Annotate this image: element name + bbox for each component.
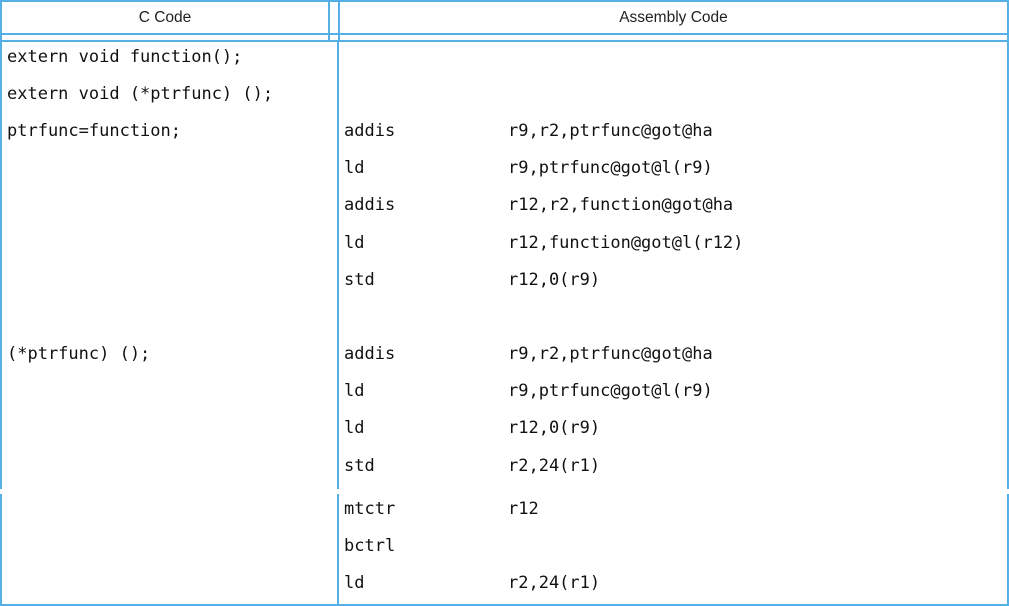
c-code-cell: extern void function(); extern void (*pt… xyxy=(0,42,339,489)
c-code-line xyxy=(7,410,337,447)
c-code-header-label: C Code xyxy=(138,8,192,26)
assembly-line: ld r9,ptrfunc@got@l(r9) xyxy=(344,150,1007,187)
c-code-line: extern void function(); xyxy=(7,42,337,75)
operands: r9,r2,ptrfunc@got@ha xyxy=(508,120,713,141)
opcode: ld xyxy=(344,418,365,439)
c-code-listing: extern void function(); extern void (*pt… xyxy=(2,42,337,484)
opcode: std xyxy=(344,269,375,290)
operands: r9,ptrfunc@got@l(r9) xyxy=(508,381,713,402)
table-body-row-2: mtctr r12 bctrl ld r2,24(r1) xyxy=(0,494,1009,604)
c-code-cell-empty xyxy=(0,494,339,604)
operands: r12,0(r9) xyxy=(508,418,601,439)
opcode: ld xyxy=(344,158,365,179)
c-code-line xyxy=(7,150,337,187)
c-code-line xyxy=(7,298,337,335)
c-code-text: (*ptrfunc) (); xyxy=(7,344,151,365)
assembly-code-cell-1: addis r9,r2,ptrfunc@got@ha ld r9,ptrfunc@g… xyxy=(339,42,1009,489)
table-body-row-1: extern void function(); extern void (*pt… xyxy=(0,42,1009,489)
opcode: bctrl xyxy=(344,535,396,556)
operands: r2,24(r1) xyxy=(508,572,601,593)
operands: r12,0(r9) xyxy=(508,269,601,290)
opcode: addis xyxy=(344,344,396,365)
table-header-row: C Code Assembly Code xyxy=(0,0,1009,35)
assembly-line xyxy=(344,298,1007,335)
operands: r9,ptrfunc@got@l(r9) xyxy=(508,158,713,179)
opcode: ld xyxy=(344,232,365,253)
assembly-line: addis r9,r2,ptrfunc@got@ha xyxy=(344,112,1007,149)
assembly-line: std r2,24(r1) xyxy=(344,447,1007,484)
c-code-header-cell: C Code xyxy=(0,2,330,33)
assembly-line: ld r2,24(r1) xyxy=(344,564,1007,601)
opcode: addis xyxy=(344,195,396,216)
assembly-line xyxy=(344,75,1007,112)
operands: r12,function@got@l(r12) xyxy=(508,232,744,253)
c-code-text: ptrfunc=function; xyxy=(7,120,181,141)
assembly-line: addis r9,r2,ptrfunc@got@ha xyxy=(344,336,1007,373)
assembly-line: addis r12,r2,function@got@ha xyxy=(344,187,1007,224)
opcode: std xyxy=(344,455,375,476)
assembly-listing-1: addis r9,r2,ptrfunc@got@ha ld r9,ptrfunc@g… xyxy=(339,42,1007,484)
operands: r9,r2,ptrfunc@got@ha xyxy=(508,344,713,365)
opcode: mtctr xyxy=(344,498,396,519)
operands: r12 xyxy=(508,498,539,519)
opcode: addis xyxy=(344,120,396,141)
assembly-line: ld r12,function@got@l(r12) xyxy=(344,224,1007,261)
assembly-line: ld r12,0(r9) xyxy=(344,410,1007,447)
divider-line-segment xyxy=(338,35,340,40)
c-code-line: ptrfunc=function; xyxy=(7,112,337,149)
assembly-listing-2: mtctr r12 bctrl ld r2,24(r1) xyxy=(339,494,1007,602)
assembly-code-header-cell: Assembly Code xyxy=(338,2,1009,33)
assembly-line: std r12,0(r9) xyxy=(344,261,1007,298)
opcode: ld xyxy=(344,572,365,593)
c-code-line xyxy=(7,373,337,410)
assembly-code-header-label: Assembly Code xyxy=(619,8,728,26)
opcode: ld xyxy=(344,381,365,402)
operands: r12,r2,function@got@ha xyxy=(508,195,734,216)
divider-line-segment xyxy=(328,35,330,40)
c-code-line xyxy=(7,224,337,261)
assembly-line: mtctr r12 xyxy=(344,494,1007,527)
c-code-line xyxy=(7,447,337,484)
c-code-text: extern void (*ptrfunc) (); xyxy=(7,83,274,104)
assembly-line: ld r9,ptrfunc@got@l(r9) xyxy=(344,373,1007,410)
c-code-text: extern void function(); xyxy=(7,46,243,67)
header-column-gap xyxy=(330,2,338,33)
c-code-line: extern void (*ptrfunc) (); xyxy=(7,75,337,112)
c-code-line xyxy=(7,187,337,224)
c-code-line xyxy=(7,261,337,298)
header-separator-double-line xyxy=(0,35,1009,42)
c-code-line: (*ptrfunc) (); xyxy=(7,336,337,373)
assembly-line: bctrl xyxy=(344,527,1007,564)
assembly-line xyxy=(344,42,1007,75)
operands: r2,24(r1) xyxy=(508,455,601,476)
assembly-code-cell-2: mtctr r12 bctrl ld r2,24(r1) xyxy=(339,494,1009,604)
